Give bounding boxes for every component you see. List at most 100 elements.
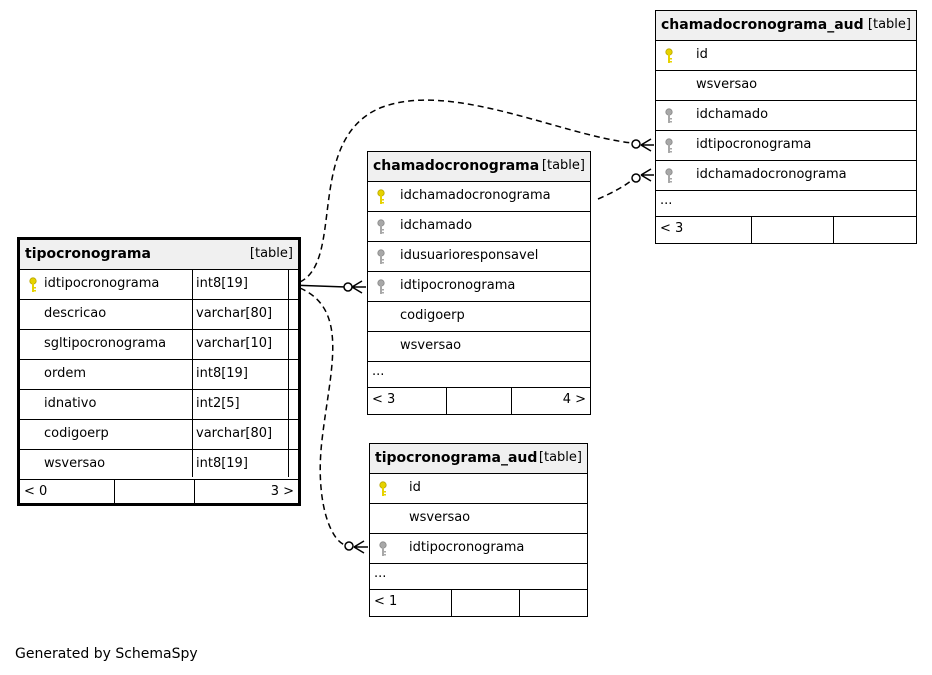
edge-tipocronograma-to-chamadocronograma-aud bbox=[299, 99, 633, 283]
column-name: idtipocronograma bbox=[44, 276, 160, 291]
footer-parents-count[interactable]: < 1 bbox=[374, 594, 398, 609]
column-type: varchar[80] bbox=[196, 426, 273, 441]
primary-key-icon bbox=[379, 481, 387, 496]
column-type: varchar[80] bbox=[196, 306, 273, 321]
primary-key-icon bbox=[29, 277, 37, 292]
foreign-key-icon bbox=[665, 168, 673, 183]
table-tipocronograma[interactable]: tipocronograma [table] idtipocronograma … bbox=[17, 237, 301, 506]
column-row[interactable]: idchamadocronograma bbox=[368, 182, 590, 212]
column-row[interactable]: ordem int8[19] bbox=[20, 360, 298, 390]
column-name: idtipocronograma bbox=[409, 540, 525, 555]
generated-by-footer: Generated by SchemaSpy bbox=[15, 646, 198, 662]
column-row[interactable]: idchamadocronograma bbox=[656, 161, 916, 191]
column-row[interactable]: codigoerp varchar[80] bbox=[20, 420, 298, 450]
table-chamadocronograma[interactable]: chamadocronograma [table] idchamadocrono… bbox=[367, 151, 591, 415]
column-name: id bbox=[409, 480, 421, 495]
column-name: idchamadocronograma bbox=[696, 167, 847, 182]
foreign-key-icon bbox=[665, 138, 673, 153]
footer-divider bbox=[194, 480, 195, 506]
footer-divider bbox=[446, 388, 447, 414]
column-row[interactable]: idtipocronograma bbox=[368, 272, 590, 302]
more-columns-row[interactable]: ... bbox=[368, 362, 590, 388]
column-row[interactable]: idusuarioresponsavel bbox=[368, 242, 590, 272]
footer-divider bbox=[451, 590, 452, 616]
edge-crowfoot bbox=[351, 280, 366, 294]
foreign-key-icon bbox=[377, 219, 385, 234]
column-name: descricao bbox=[44, 306, 107, 321]
table-footer: < 3 bbox=[656, 217, 916, 243]
column-row[interactable]: sgltipocronograma varchar[10] bbox=[20, 330, 298, 360]
edge-chamadocronograma-to-chamadocronograma-aud bbox=[597, 179, 633, 200]
more-columns-row[interactable]: ... bbox=[656, 191, 916, 217]
primary-key-icon bbox=[377, 189, 385, 204]
column-row[interactable]: idchamado bbox=[656, 101, 916, 131]
footer-divider bbox=[833, 217, 834, 243]
primary-key-icon bbox=[665, 48, 673, 63]
column-type: int8[19] bbox=[196, 366, 248, 381]
edge-end-circle bbox=[631, 139, 641, 149]
footer-children-count[interactable]: 3 > bbox=[270, 484, 294, 499]
table-header: chamadocronograma_aud [table] bbox=[656, 11, 916, 41]
table-header: tipocronograma [table] bbox=[20, 240, 298, 270]
table-chamadocronograma-aud[interactable]: chamadocronograma_aud [table] id wsversa… bbox=[655, 10, 917, 244]
table-header: chamadocronograma [table] bbox=[368, 152, 590, 182]
more-columns-row[interactable]: ... bbox=[370, 564, 587, 590]
foreign-key-icon bbox=[377, 279, 385, 294]
column-name: wsversao bbox=[44, 456, 106, 471]
table-tipocronograma-aud[interactable]: tipocronograma_aud [table] id wsversao i… bbox=[369, 443, 588, 617]
table-footer: < 3 4 > bbox=[368, 388, 590, 414]
footer-divider bbox=[511, 388, 512, 414]
column-row[interactable]: idchamado bbox=[368, 212, 590, 242]
table-name: chamadocronograma_aud bbox=[661, 17, 864, 33]
table-footer: < 0 3 > bbox=[20, 480, 298, 506]
footer-divider bbox=[519, 590, 520, 616]
column-name: wsversao bbox=[400, 338, 462, 353]
column-row[interactable]: idtipocronograma bbox=[656, 131, 916, 161]
column-name: codigoerp bbox=[44, 426, 109, 441]
table-type-label: [table] bbox=[541, 158, 585, 173]
footer-children-count[interactable]: 4 > bbox=[562, 392, 586, 407]
column-name: wsversao bbox=[696, 77, 758, 92]
table-type-label: [table] bbox=[249, 246, 293, 261]
footer-parents-count[interactable]: < 3 bbox=[372, 392, 396, 407]
table-type-label: [table] bbox=[867, 17, 911, 32]
column-name: sgltipocronograma bbox=[44, 336, 167, 351]
column-row[interactable]: idtipocronograma int8[19] bbox=[20, 270, 298, 300]
edge-end-circle bbox=[344, 541, 354, 551]
column-name: codigoerp bbox=[400, 308, 465, 323]
column-type: int2[5] bbox=[196, 396, 240, 411]
column-row[interactable]: idnativo int2[5] bbox=[20, 390, 298, 420]
column-type: int8[19] bbox=[196, 276, 248, 291]
column-row[interactable]: wsversao bbox=[368, 332, 590, 362]
footer-divider bbox=[114, 480, 115, 506]
ellipsis: ... bbox=[660, 193, 673, 208]
column-name: idtipocronograma bbox=[400, 278, 516, 293]
column-name: ordem bbox=[44, 366, 86, 381]
column-row[interactable]: descricao varchar[80] bbox=[20, 300, 298, 330]
footer-divider bbox=[751, 217, 752, 243]
column-row[interactable]: idtipocronograma bbox=[370, 534, 587, 564]
foreign-key-icon bbox=[665, 108, 673, 123]
table-type-label: [table] bbox=[538, 450, 582, 465]
edge-crowfoot bbox=[640, 138, 654, 152]
column-name: idchamado bbox=[400, 218, 473, 233]
column-row[interactable]: wsversao int8[19] bbox=[20, 450, 298, 480]
edge-tipocronograma-to-tipocronograma-aud bbox=[299, 287, 346, 546]
footer-parents-count[interactable]: < 0 bbox=[24, 484, 48, 499]
edge-crowfoot bbox=[640, 168, 654, 182]
column-row[interactable]: wsversao bbox=[656, 71, 916, 101]
edge-end-circle bbox=[631, 173, 641, 183]
table-footer: < 1 bbox=[370, 590, 587, 616]
column-row[interactable]: codigoerp bbox=[368, 302, 590, 332]
ellipsis: ... bbox=[372, 364, 385, 379]
column-name: idusuarioresponsavel bbox=[400, 248, 539, 263]
column-row[interactable]: id bbox=[370, 474, 587, 504]
footer-parents-count[interactable]: < 3 bbox=[660, 221, 684, 236]
column-row[interactable]: wsversao bbox=[370, 504, 587, 534]
column-name: idnativo bbox=[44, 396, 97, 411]
table-name: chamadocronograma bbox=[373, 158, 540, 174]
column-name: id bbox=[696, 47, 708, 62]
edge-end-circle bbox=[343, 282, 353, 292]
column-row[interactable]: id bbox=[656, 41, 916, 71]
